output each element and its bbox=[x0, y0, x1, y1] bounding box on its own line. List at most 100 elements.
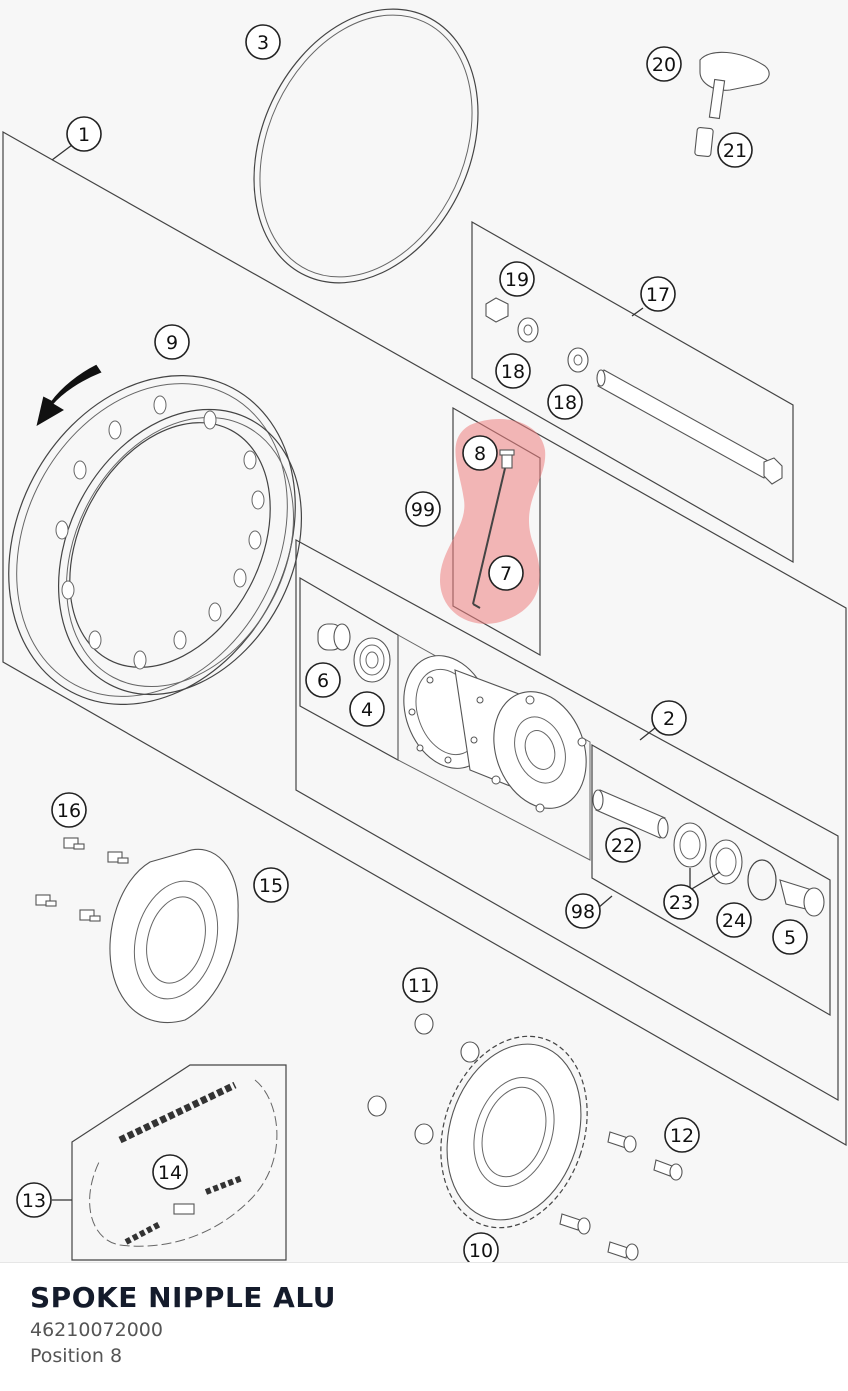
callout-circle bbox=[646, 46, 682, 82]
callout-21[interactable]: 21 bbox=[717, 132, 753, 168]
callout-circle bbox=[488, 555, 524, 591]
callout-label: 17 bbox=[646, 284, 670, 306]
wheel-rim bbox=[8, 375, 303, 705]
callout-16[interactable]: 16 bbox=[51, 792, 87, 828]
brake-disc bbox=[109, 848, 239, 1024]
callout-label: 24 bbox=[722, 910, 746, 932]
right-bearings bbox=[592, 789, 825, 917]
rim-tape-ring bbox=[253, 8, 479, 284]
callout-circle bbox=[716, 902, 752, 938]
callout-label: 19 bbox=[505, 269, 529, 291]
leader-lines bbox=[51, 144, 721, 1201]
left-bearings bbox=[317, 623, 391, 683]
callout-circle bbox=[16, 1182, 52, 1218]
hub-group-frame bbox=[295, 538, 839, 1102]
callout-label: 9 bbox=[166, 332, 178, 354]
callout-label: 18 bbox=[501, 361, 525, 383]
callout-circle bbox=[462, 435, 498, 471]
callout-circle bbox=[605, 827, 641, 863]
callout-label: 15 bbox=[259, 875, 283, 897]
callout-circle bbox=[663, 884, 699, 920]
callout-6[interactable]: 6 bbox=[305, 662, 341, 698]
callout-circle bbox=[253, 867, 289, 903]
callout-18b[interactable]: 18 bbox=[547, 384, 583, 420]
bearing-right-frame bbox=[591, 743, 831, 1017]
callout-label: 7 bbox=[500, 563, 512, 585]
callout-label: 3 bbox=[257, 32, 269, 54]
callout-label: 98 bbox=[571, 901, 595, 923]
callout-20[interactable]: 20 bbox=[646, 46, 682, 82]
callout-15[interactable]: 15 bbox=[253, 867, 289, 903]
callout-9[interactable]: 9 bbox=[154, 324, 190, 360]
callout-12[interactable]: 12 bbox=[664, 1117, 700, 1153]
callout-circle bbox=[495, 353, 531, 389]
callout-label: 18 bbox=[553, 392, 577, 414]
callout-label: 2 bbox=[663, 708, 675, 730]
callout-layer: 1234567891011121314151617181819202122232… bbox=[16, 24, 808, 1262]
callout-18a[interactable]: 18 bbox=[495, 353, 531, 389]
callout-13[interactable]: 13 bbox=[16, 1182, 52, 1218]
callout-label: 21 bbox=[723, 140, 747, 162]
callout-23[interactable]: 23 bbox=[663, 884, 699, 920]
callout-circle bbox=[547, 384, 583, 420]
callout-98[interactable]: 98 bbox=[565, 893, 601, 929]
callout-circle bbox=[66, 116, 102, 152]
sprocket-screws bbox=[559, 1131, 683, 1261]
chain-frame bbox=[71, 1064, 287, 1261]
wheel-assembly-frame bbox=[2, 130, 847, 1147]
part-position: Position 8 bbox=[30, 1345, 123, 1367]
callout-22[interactable]: 22 bbox=[605, 827, 641, 863]
callout-label: 6 bbox=[317, 670, 329, 692]
callout-11[interactable]: 11 bbox=[402, 967, 438, 1003]
callout-circle bbox=[402, 967, 438, 1003]
brake-disc-screws bbox=[35, 837, 129, 922]
callout-circle bbox=[305, 662, 341, 698]
callout-circle bbox=[154, 324, 190, 360]
callout-circle bbox=[664, 1117, 700, 1153]
callout-circle bbox=[245, 24, 281, 60]
callout-label: 22 bbox=[611, 835, 635, 857]
callout-label: 23 bbox=[669, 892, 693, 914]
sprocket-nuts bbox=[367, 1013, 480, 1145]
wheel-hub bbox=[403, 655, 587, 813]
callout-circle bbox=[565, 893, 601, 929]
part-name: SPOKE NIPPLE ALU bbox=[30, 1281, 336, 1314]
callout-circle bbox=[772, 919, 808, 955]
callout-4[interactable]: 4 bbox=[349, 691, 385, 727]
drive-chain bbox=[89, 1079, 278, 1247]
rear-sprocket bbox=[440, 1035, 588, 1229]
callout-label: 20 bbox=[652, 54, 676, 76]
callout-14[interactable]: 14 bbox=[152, 1154, 188, 1190]
callout-19[interactable]: 19 bbox=[499, 261, 535, 297]
callout-2[interactable]: 2 bbox=[651, 700, 687, 736]
callout-label: 5 bbox=[784, 927, 796, 949]
callout-circle bbox=[349, 691, 385, 727]
callout-circle bbox=[499, 261, 535, 297]
callout-label: 8 bbox=[474, 443, 486, 465]
callout-circle bbox=[405, 491, 441, 527]
callout-8[interactable]: 8 bbox=[462, 435, 498, 471]
callout-circle bbox=[651, 700, 687, 736]
callout-label: 14 bbox=[158, 1162, 182, 1184]
callout-99[interactable]: 99 bbox=[405, 491, 441, 527]
spoke-part bbox=[472, 449, 515, 609]
callout-circle bbox=[463, 1232, 499, 1262]
callout-circle bbox=[717, 132, 753, 168]
callout-label: 11 bbox=[408, 975, 432, 997]
callout-circle bbox=[640, 276, 676, 312]
callout-label: 16 bbox=[57, 800, 81, 822]
callout-label: 12 bbox=[670, 1125, 694, 1147]
callout-3[interactable]: 3 bbox=[245, 24, 281, 60]
callout-7[interactable]: 7 bbox=[488, 555, 524, 591]
callout-10[interactable]: 10 bbox=[463, 1232, 499, 1262]
callout-label: 1 bbox=[78, 124, 90, 146]
callout-1[interactable]: 1 bbox=[66, 116, 102, 152]
callout-label: 4 bbox=[361, 699, 373, 721]
part-number: 46210072000 bbox=[30, 1319, 163, 1341]
callout-5[interactable]: 5 bbox=[772, 919, 808, 955]
axle-kit-frame bbox=[471, 220, 794, 564]
callout-24[interactable]: 24 bbox=[716, 902, 752, 938]
rotation-direction-arrow-icon bbox=[36, 364, 102, 427]
callout-17[interactable]: 17 bbox=[640, 276, 676, 312]
